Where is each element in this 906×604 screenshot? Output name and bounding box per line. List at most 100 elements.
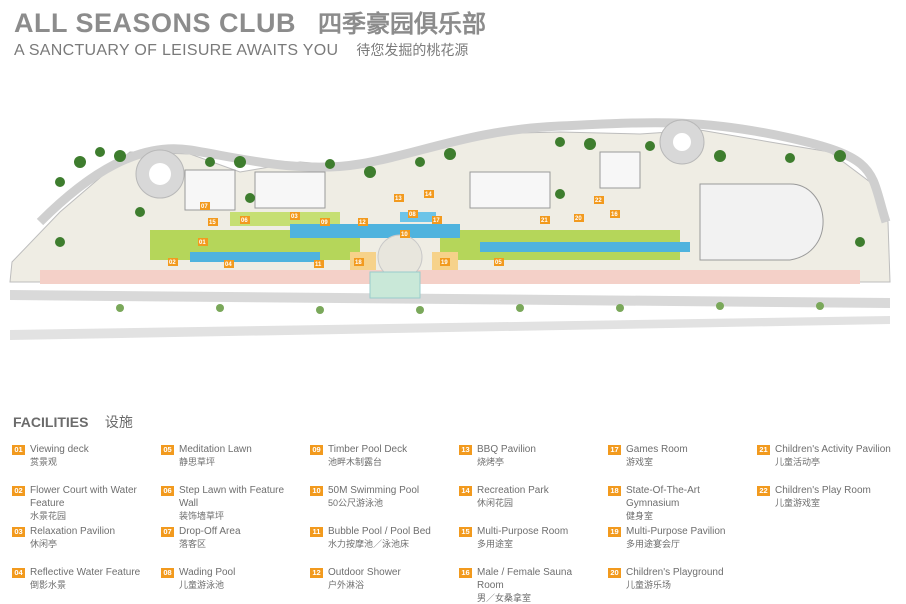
marker-label: 18 xyxy=(355,260,362,266)
building-block xyxy=(254,171,326,209)
lawn xyxy=(230,212,340,226)
facility-name-zh: 儿童游乐场 xyxy=(626,580,672,590)
marker-label: 22 xyxy=(595,198,602,204)
lower-road xyxy=(10,290,890,308)
facility-name-en: State-Of-The-Art Gymnasium xyxy=(626,485,700,509)
reflective-water xyxy=(190,252,320,262)
parking-strip xyxy=(40,270,860,284)
marker-label: 14 xyxy=(425,192,432,198)
facility-name-zh: 健身室 xyxy=(626,511,654,521)
reflective-water xyxy=(480,242,690,252)
facility-name-zh: 池畔木制露台 xyxy=(328,457,383,467)
marker-label: 13 xyxy=(395,196,402,202)
facility-name-en: 50M Swimming Pool xyxy=(328,485,420,496)
title-zh: 四季豪园俱乐部 xyxy=(318,11,487,38)
marker-label: 10 xyxy=(401,232,408,238)
facility-name-zh: 户外淋浴 xyxy=(328,580,365,590)
facility-name-en: Reflective Water Feature xyxy=(30,567,141,578)
facility-number: 02 xyxy=(12,486,25,496)
facilities-heading-en: FACILITIES xyxy=(13,414,89,430)
facility-number: 13 xyxy=(459,445,472,455)
facility-name-zh: 男／女桑拿室 xyxy=(477,593,532,603)
facility-number: 22 xyxy=(757,486,770,496)
marker-label: 11 xyxy=(315,262,322,268)
facility-number: 16 xyxy=(459,568,472,578)
facility-number: 03 xyxy=(12,527,25,537)
site-plan-map: 01 02 03 04 05 06 07 08 09 10 11 12 13 1… xyxy=(9,118,891,340)
facility-number: 11 xyxy=(310,527,323,537)
facility-name-zh: 水景花园 xyxy=(30,511,67,521)
marker-label: 08 xyxy=(409,212,416,218)
facility-name-zh: 50公尺游泳池 xyxy=(328,498,384,508)
marker-label: 05 xyxy=(495,260,502,266)
marker-label: 04 xyxy=(225,262,232,268)
facility-name-zh: 落客区 xyxy=(179,539,207,549)
subtitle-en: A SANCTUARY OF LEISURE AWAITS YOU xyxy=(14,42,339,59)
marker-label: 02 xyxy=(169,260,176,266)
subtitle-zh: 待您发掘的桃花源 xyxy=(356,42,469,58)
clubhouse xyxy=(699,183,824,261)
facility-name-en: Male / Female Sauna Room xyxy=(477,567,573,591)
facility-name-en: Recreation Park xyxy=(477,485,549,496)
facility-name-zh: 儿童活动亭 xyxy=(775,457,821,467)
tree-canopy xyxy=(55,137,865,247)
marker-label: 01 xyxy=(199,240,206,246)
facility-name-zh: 休闲亭 xyxy=(30,539,58,549)
entrance-glass xyxy=(369,271,421,299)
palm-trees xyxy=(116,302,824,314)
facility-name-en: Viewing deck xyxy=(30,444,89,455)
perimeter-path xyxy=(36,118,891,226)
bottom-road xyxy=(10,316,890,340)
plan-markers: 01 02 03 04 05 06 07 08 09 10 11 12 13 1… xyxy=(168,190,620,268)
facility-name-zh: 儿童游戏室 xyxy=(775,498,821,508)
marker-label: 15 xyxy=(209,220,216,226)
facilities-heading-zh: 设施 xyxy=(104,414,133,430)
facility-number: 06 xyxy=(161,486,174,496)
swimming-pool xyxy=(290,224,460,238)
facility-item: 21 Children's Activity Pavilion 儿童活动亭 xyxy=(757,443,897,468)
facility-name-zh: 水力按摩池／泳池床 xyxy=(328,539,410,549)
building-block xyxy=(469,171,551,209)
facility-item: 22 Children's Play Room 儿童游戏室 xyxy=(757,484,897,509)
marker-label: 06 xyxy=(241,218,248,224)
facility-number: 15 xyxy=(459,527,472,537)
marker-label: 09 xyxy=(321,220,328,226)
marker-label: 16 xyxy=(611,212,618,218)
facility-name-zh: 游戏室 xyxy=(626,457,654,467)
facility-number: 18 xyxy=(608,486,621,496)
facility-name-zh: 休闲花园 xyxy=(477,498,514,508)
marker-label: 17 xyxy=(433,218,440,224)
facility-name-en: Children's Playground xyxy=(626,567,724,578)
facility-name-en: Meditation Lawn xyxy=(179,444,252,455)
marker-label: 07 xyxy=(201,204,208,210)
facility-name-zh: 装饰墙草坪 xyxy=(179,511,225,521)
subtitle: A SANCTUARY OF LEISURE AWAITS YOU 待您发掘的桃… xyxy=(14,40,468,60)
facility-name-en: Multi-Purpose Pavilion xyxy=(626,526,726,537)
building-block xyxy=(599,151,641,189)
facility-name-en: Wading Pool xyxy=(179,567,236,578)
facility-number: 21 xyxy=(757,445,770,455)
facility-name-en: Children's Activity Pavilion xyxy=(775,444,891,455)
facility-name-en: Drop-Off Area xyxy=(179,526,241,537)
facility-item: 18 State-Of-The-Art Gymnasium 健身室 xyxy=(608,484,748,522)
facility-number: 17 xyxy=(608,445,621,455)
facility-name-en: Multi-Purpose Room xyxy=(477,526,569,537)
facility-name-zh: 儿童游泳池 xyxy=(179,580,225,590)
facility-name-en: Flower Court with Water Feature xyxy=(30,485,137,509)
facility-name-zh: 多用途宴会厅 xyxy=(626,539,681,549)
facility-name-en: Children's Play Room xyxy=(775,485,871,496)
page-header: ALL SEASONS CLUB 四季豪园俱乐部 xyxy=(14,4,486,39)
